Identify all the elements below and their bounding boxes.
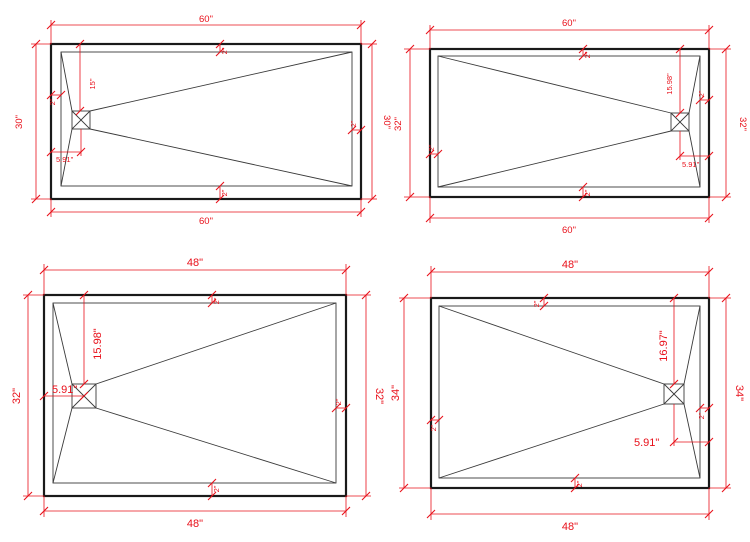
dimension-length-bottom: 48" — [39, 496, 351, 530]
dimension-width-left: 32" — [11, 290, 44, 501]
drain-offset-label: 16.97" — [658, 330, 670, 362]
pan-outer-outline — [42, 293, 348, 498]
dimension-length-bottom: 60" — [46, 199, 366, 227]
curb-dimension-bottom: 2" — [207, 478, 221, 501]
drain-inset-label: 5.91" — [682, 160, 700, 169]
drain-box-diagonal — [663, 383, 685, 405]
length-bottom-label: 48" — [187, 518, 203, 530]
dimension-width-left: 34" — [390, 293, 431, 493]
width-right-label: 32" — [737, 117, 748, 131]
dimension-length-top: 48" — [39, 257, 351, 295]
curb-dimension-side: 2" — [331, 398, 351, 413]
dimension-drain-inset: 5.91" — [675, 131, 714, 169]
curb-top-label: 2" — [212, 297, 221, 304]
drain-inset-label: 5.91" — [52, 384, 77, 396]
curb-dimension-side: 2" — [425, 144, 443, 159]
drain-offset-label: 15.98" — [665, 73, 674, 95]
curb-dimension-bottom: 2" — [578, 182, 592, 202]
dimension-drain-offset: 15.98" — [665, 44, 685, 118]
pan-curb-inner-line — [52, 302, 337, 484]
curb-dimension-side: 2" — [426, 415, 444, 431]
curb-dimension-bottom: 2" — [215, 181, 229, 204]
curb-top-label: 2" — [220, 47, 229, 54]
curb-side-drain-label: 2" — [697, 412, 706, 419]
curb-dimension-drain-side: 2" — [46, 90, 66, 105]
dimension-width-right: 32" — [709, 44, 748, 202]
curb-dimension-drain-side: 2" — [695, 90, 714, 105]
curb-dimension-bottom: 2" — [570, 473, 584, 493]
shower-pan-60x32-right-drain: 60" 60" 32" 32" — [393, 18, 748, 236]
curb-bottom-label: 2" — [583, 189, 592, 196]
pan-curb-inner-line — [438, 305, 701, 479]
width-right-label: 34" — [733, 385, 745, 401]
dimension-drain-offset: 16.97" — [658, 293, 679, 389]
pan-outer-outline — [428, 47, 711, 199]
width-right-label: 32" — [373, 388, 385, 404]
slope-lines — [438, 305, 701, 479]
curb-side-drain-label: 2" — [697, 90, 706, 97]
length-label: 48" — [187, 257, 203, 269]
length-label: 60" — [199, 14, 213, 25]
drain-box-diagonal — [670, 112, 690, 132]
dimension-drain-offset: 15.98" — [79, 290, 104, 389]
length-label: 60" — [562, 18, 576, 29]
curb-dimension-top: 2" — [215, 39, 229, 57]
curb-dimension-top: 2" — [207, 290, 221, 308]
dimension-length-top: 60" — [425, 18, 714, 49]
drain-box-diagonal — [71, 110, 91, 130]
shower-pan-60x30-left-drain: 60" 60" 30" 30" — [14, 14, 392, 227]
curb-side-label: 2" — [349, 120, 358, 127]
dimension-length-top: 60" — [46, 14, 366, 44]
shower-pan-48x32-left-drain: 48" 48" 32" 32" — [11, 257, 385, 530]
curb-side-drain-label: 2" — [48, 98, 57, 105]
curb-side-label: 2" — [334, 398, 343, 405]
slope-lines — [52, 302, 337, 484]
dimension-width-left: 32" — [393, 44, 430, 202]
dimension-width-right: 30" — [361, 39, 392, 204]
curb-dimension-drain-side: 2" — [695, 403, 714, 419]
drain-offset-label: 15.98" — [92, 328, 104, 360]
curb-side-label: 2" — [429, 424, 438, 431]
curb-top-label: 2" — [532, 300, 541, 307]
dimension-length-bottom: 48" — [426, 488, 714, 533]
shower-pan-48x34-right-drain: 48" 48" 34" 34" — [390, 259, 745, 533]
pan-outer-outline — [49, 42, 363, 201]
curb-bottom-label: 2" — [220, 189, 229, 196]
dimension-drain-offset: 15" — [75, 39, 97, 116]
pan-curb-inner-line — [437, 55, 701, 188]
width-right-label: 30" — [381, 115, 392, 129]
curb-bottom-label: 2" — [575, 480, 584, 487]
dimension-drain-inset: 5.91" — [634, 404, 714, 449]
dimension-width-left: 30" — [14, 39, 51, 204]
width-left-label: 34" — [390, 385, 402, 401]
slope-lines — [60, 51, 353, 187]
dimension-drain-inset: 5.91" — [46, 129, 86, 164]
curb-side-label: 2" — [427, 144, 436, 151]
drain-inset-label: 5.91" — [634, 437, 659, 449]
dimension-width-right: 32" — [346, 290, 385, 501]
pan-curb-inner-line — [60, 51, 353, 187]
dimension-length-top: 48" — [426, 259, 714, 298]
curb-bottom-label: 2" — [212, 485, 221, 492]
curb-dimension-top: 2" — [532, 293, 549, 311]
dimension-width-right: 34" — [709, 293, 745, 493]
curb-top-label: 2" — [583, 51, 592, 58]
width-left-label: 30" — [14, 115, 25, 129]
length-label: 48" — [562, 259, 578, 271]
width-left-label: 32" — [11, 388, 23, 404]
dimension-drain-inset: 5.91" — [39, 384, 89, 401]
curb-dimension-top: 2" — [578, 44, 592, 61]
curb-dimension-side: 2" — [347, 120, 366, 135]
pan-outer-outline — [429, 296, 711, 490]
drain-inset-label: 5.91" — [56, 155, 74, 164]
length-bottom-label: 60" — [562, 225, 576, 236]
length-bottom-label: 48" — [562, 521, 578, 533]
length-bottom-label: 60" — [199, 216, 213, 227]
slope-lines — [437, 55, 701, 188]
drain-offset-label: 15" — [88, 78, 97, 89]
width-left-label: 32" — [393, 117, 404, 131]
dimension-length-bottom: 60" — [425, 197, 714, 236]
